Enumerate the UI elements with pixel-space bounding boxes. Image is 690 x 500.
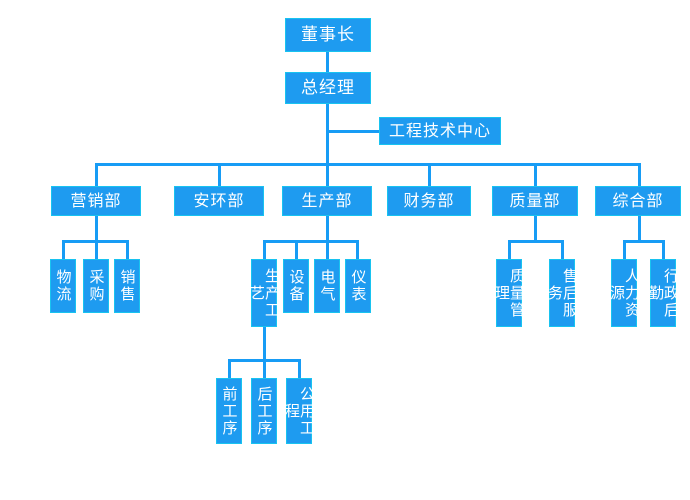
connector-production-drop-equipment xyxy=(295,240,298,260)
connector-drop-quality xyxy=(534,163,537,186)
connector-general-stem xyxy=(638,216,641,241)
connector-production-stem xyxy=(326,216,329,241)
connector-drop-production xyxy=(326,163,329,186)
node-process-utility[interactable]: 公用工程 xyxy=(283,378,316,444)
connector-quality-stem xyxy=(534,216,537,241)
node-production-electrical[interactable]: 电气 xyxy=(314,259,340,313)
connector-production-drop-instrument xyxy=(356,240,359,260)
node-dept-finance[interactable]: 财务部 xyxy=(387,186,471,216)
connector-production-drop-process xyxy=(263,240,266,260)
node-process-front[interactable]: 前工序 xyxy=(216,378,242,444)
node-general-hr[interactable]: 人力资源 xyxy=(608,259,641,327)
node-dept-quality[interactable]: 质量部 xyxy=(492,186,578,216)
connector-marketing-drop-logistics xyxy=(62,240,65,260)
node-chairman[interactable]: 董事长 xyxy=(285,18,371,52)
node-dept-general[interactable]: 综合部 xyxy=(595,186,681,216)
connector-drop-finance xyxy=(428,163,431,186)
connector-quality-drop-management xyxy=(508,240,511,260)
connector-marketing-drop-procurement xyxy=(95,240,98,260)
connector-process-drop-back xyxy=(263,359,266,379)
connector-process-drop-front xyxy=(228,359,231,379)
connector-quality-bar xyxy=(508,240,564,243)
connector-marketing-drop-sales xyxy=(126,240,129,260)
connector-drop-marketing xyxy=(95,163,98,186)
node-dept-safety-env[interactable]: 安环部 xyxy=(174,186,264,216)
node-quality-aftersales[interactable]: 售后服务 xyxy=(546,259,579,327)
connector-production-bar xyxy=(263,240,358,243)
node-production-process[interactable]: 生产工艺 xyxy=(248,259,281,327)
connector-drop-general xyxy=(638,163,641,186)
node-general-manager[interactable]: 总经理 xyxy=(285,72,371,104)
node-process-back[interactable]: 后工序 xyxy=(251,378,277,444)
connector-process-drop-utility xyxy=(298,359,301,379)
node-marketing-sales[interactable]: 销售 xyxy=(114,259,140,313)
connector-general-bar xyxy=(623,240,665,243)
connector-marketing-stem xyxy=(95,216,98,241)
node-production-equipment[interactable]: 设备 xyxy=(283,259,309,313)
connector-drop-safety-env xyxy=(218,163,221,186)
node-marketing-logistics[interactable]: 物流 xyxy=(50,259,76,313)
connector-production-drop-electrical xyxy=(326,240,329,260)
node-engineering-center[interactable]: 工程技术中心 xyxy=(379,117,501,145)
connector-general-drop-admin xyxy=(662,240,665,260)
node-dept-production[interactable]: 生产部 xyxy=(282,186,372,216)
connector-process-stem xyxy=(263,327,266,360)
connector-departments-bar xyxy=(95,163,641,166)
node-quality-management[interactable]: 质量管理 xyxy=(493,259,526,327)
connector-gm-to-engineering-center xyxy=(326,130,380,133)
connector-quality-drop-aftersales xyxy=(561,240,564,260)
node-general-admin[interactable]: 行政后勤 xyxy=(647,259,680,327)
node-dept-marketing[interactable]: 营销部 xyxy=(51,186,141,216)
node-production-instrument[interactable]: 仪表 xyxy=(345,259,371,313)
connector-gm-trunk xyxy=(326,104,329,165)
connector-general-drop-hr xyxy=(623,240,626,260)
connector-chairman-to-gm xyxy=(326,52,329,72)
node-marketing-procurement[interactable]: 采购 xyxy=(83,259,109,313)
